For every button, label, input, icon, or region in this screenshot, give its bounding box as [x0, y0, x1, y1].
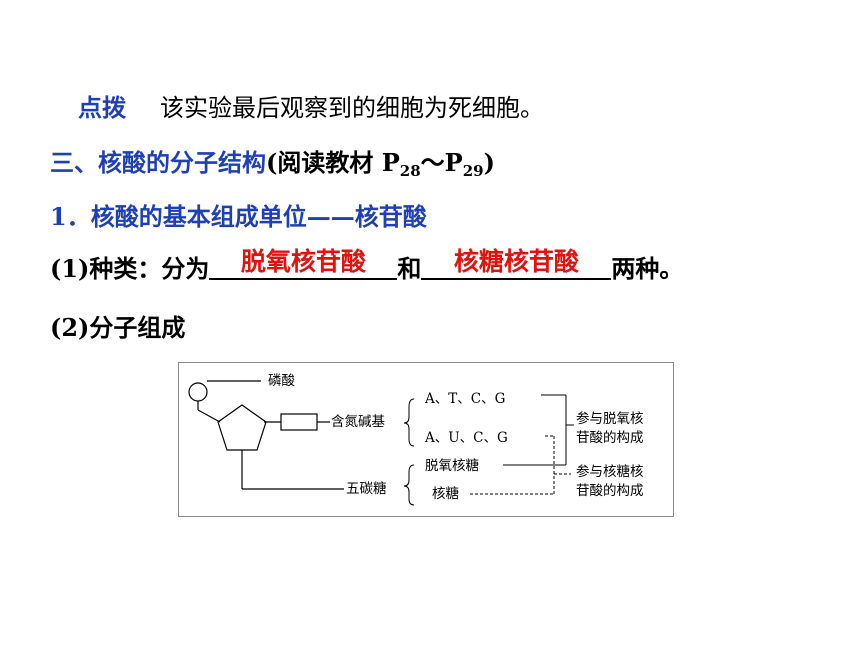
section-ref: (阅读教材 P28～P29) — [266, 148, 495, 180]
tip-line: 点拨 该实验最后观察到的细胞为死细胞。 — [78, 88, 544, 123]
dna-note-line2: 苷酸的构成 — [576, 430, 644, 446]
item1-1-line: (1)种类：分为 脱氧核苷酸 和 核糖核苷酸 两种。 — [50, 247, 684, 284]
tip-text: 该实验最后观察到的细胞为死细胞。 — [160, 94, 544, 122]
item1-1-prefix: (1)种类：分为 — [50, 254, 210, 283]
ribose-label: 核糖 — [432, 486, 459, 502]
section-ref-sub1: 28 — [399, 162, 421, 180]
section-ref-sub2: 29 — [462, 162, 484, 180]
nucleotide-diagram: 磷酸 含氮碱基 A、T、C、G A、U、C、G 五碳糖 脱氧核糖 核糖 参与脱氧… — [178, 362, 674, 517]
phosphate-label: 磷酸 — [268, 373, 295, 389]
section-title: 三、核酸的分子结构(阅读教材 P28～P29) — [50, 143, 495, 180]
rna-note-line1: 参与核糖核 — [576, 463, 644, 480]
section-title-text: 三、核酸的分子结构 — [50, 148, 266, 177]
item1-title: 1．核酸的基本组成单位——核苷酸 — [50, 202, 427, 231]
answer-2: 核糖核苷酸 — [453, 247, 579, 276]
sugar-brace — [403, 464, 415, 506]
section-ref-open: (阅读教材 P — [266, 148, 400, 177]
item1-1-mid: 和 — [397, 254, 422, 283]
answer-blank-2: 核糖核苷酸 — [421, 247, 612, 280]
rna-note-line2: 苷酸的构成 — [576, 483, 644, 499]
item1-2-title: (2)分子组成 — [50, 313, 186, 342]
base-brace — [403, 398, 415, 447]
deoxyribose-label: 脱氧核糖 — [425, 458, 479, 474]
section-ref-close: ) — [483, 148, 495, 177]
item1-1-suffix: 两种。 — [611, 254, 684, 283]
base-dna-label: A、T、C、G — [424, 391, 505, 407]
dna-note-line1: 参与脱氧核 — [576, 410, 644, 427]
answer-blank-1: 脱氧核苷酸 — [209, 247, 398, 280]
base-label: 含氮碱基 — [331, 413, 385, 430]
tip-label: 点拨 — [78, 93, 126, 122]
section-ref-tilde: ～P — [420, 148, 463, 177]
answer-1: 脱氧核苷酸 — [240, 247, 366, 276]
base-rna-label: A、U、C、G — [424, 430, 508, 446]
pentose-label: 五碳糖 — [346, 481, 387, 497]
